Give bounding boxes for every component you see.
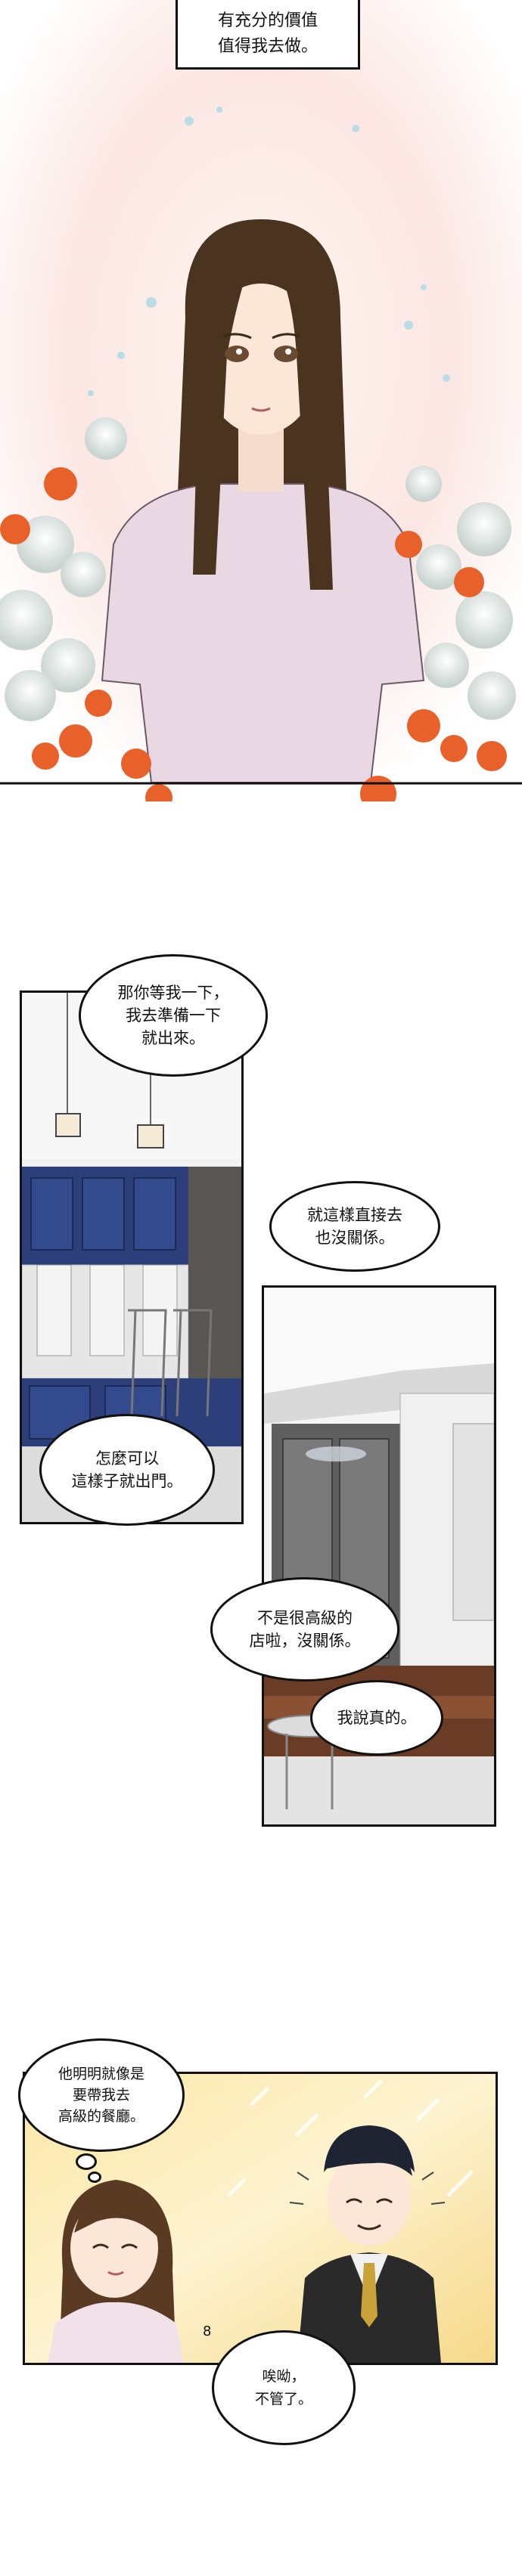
sweat-mark: 8 (203, 2323, 212, 2339)
speech-bubble-oh-well: 唉呦， 不管了。 (212, 2330, 356, 2445)
thought-bubble-tail-dot-2 (88, 2171, 101, 2183)
panel-woman-flowers (0, 0, 522, 801)
left-flower-cluster (0, 417, 172, 801)
top-caption-box: 有充分的價值 值得我去做。 (176, 0, 360, 70)
panel-kitchen (20, 990, 244, 1524)
kitchen-illustration (22, 993, 241, 1522)
right-flower-cluster (360, 466, 516, 801)
speech-bubble-i-mean-it: 我說真的。 (310, 1680, 443, 1756)
speech-bubble-wait-for-me: 那你等我一下， 我去準備一下 就出來。 (79, 954, 268, 1077)
panel-doorway (262, 1285, 496, 1827)
speech-bubble-not-fancy: 不是很高級的 店啦，沒關係。 (210, 1577, 399, 1682)
thought-bubble-fancy-restaurant: 他明明就像是 要帶我去 高級的餐廳。 (18, 2038, 185, 2152)
speech-bubble-go-directly: 就這樣直接去 也沒關係。 (269, 1181, 440, 1272)
speech-bubble-how-can-i: 怎麼可以 這樣子就出門。 (39, 1414, 215, 1526)
woman-flowers-illustration (0, 0, 522, 801)
sparkle-dots (88, 107, 450, 396)
thought-bubble-tail-dot-1 (76, 2153, 97, 2170)
